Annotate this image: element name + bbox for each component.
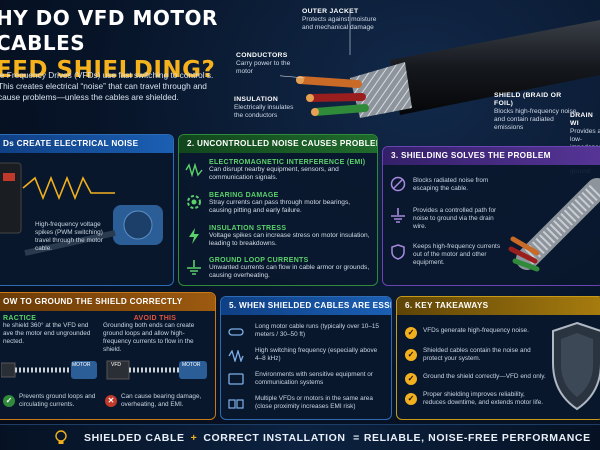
shielded-cable-illustration <box>508 178 600 272</box>
essential-item-4: Multiple VFDs or motors in the same area… <box>255 395 373 410</box>
intro-text: le Frequency Drives (VFDs) use fast swit… <box>0 70 214 102</box>
panel-problems: 2. UNCONTROLLED NOISE CAUSES PROBLEMS EL… <box>178 134 378 286</box>
avoid-result: Can cause bearing damage, overheating, a… <box>121 393 202 408</box>
footer-plus: + <box>190 432 198 444</box>
footer-text: SHIELDED CABLE + CORRECT INSTALLATION =REL… <box>84 432 591 444</box>
shield-braid-shape <box>350 62 412 118</box>
essential-item-1: Long motor cable runs (typically over 10… <box>255 323 379 338</box>
x-icon: ✕ <box>105 395 117 407</box>
problem-insulation-stress: INSULATION STRESS Voltage spikes can inc… <box>209 225 370 247</box>
footer-equals: = <box>353 432 360 444</box>
block-icon <box>389 175 407 193</box>
cable-illustration <box>280 12 600 118</box>
checkmark-icon: ✓ <box>405 393 417 405</box>
vfd-motor-illustration <box>0 162 163 256</box>
solution-item-3: Keeps high-frequency currents out of the… <box>413 243 501 266</box>
checkmark-icon: ✓ <box>405 327 417 339</box>
panel-heading: 5. WHEN SHIELDED CABLES ARE ESSENTIAL <box>221 297 391 315</box>
panel-heading: 2. UNCONTROLLED NOISE CAUSES PROBLEMS <box>179 135 377 153</box>
shield-icon <box>389 243 407 261</box>
motor-label-1: MOTOR <box>72 362 91 368</box>
ground-icon <box>389 207 407 225</box>
panel-noise-source: Ds CREATE ELECTRICAL NOISE High-frequenc… <box>0 134 174 286</box>
footer-part-2: CORRECT INSTALLATION <box>203 432 346 444</box>
takeaway-4: Proper shielding improves reliability, r… <box>423 391 544 406</box>
panel-solution: 3. SHIELDING SOLVES THE PROBLEM Blocks r… <box>382 146 600 286</box>
footer-banner: SHIELDED CABLE + CORRECT INSTALLATION =REL… <box>0 424 600 450</box>
conductor-wires <box>296 76 369 116</box>
panel-heading: OW TO GROUND THE SHIELD CORRECTLY <box>0 293 215 311</box>
solution-item-2: Provides a controlled path for noise to … <box>413 207 497 230</box>
noise-wave-icon <box>22 175 115 201</box>
panel-essential: 5. WHEN SHIELDED CABLES ARE ESSENTIAL Lo… <box>220 296 392 420</box>
callout-shield: SHIELD (BRAID OR FOIL)Blocks high-freque… <box>494 92 577 131</box>
vfd-label-2: VFD <box>111 362 121 368</box>
checkmark-icon: ✓ <box>405 349 417 361</box>
practice-result: Prevents ground loops and circulating cu… <box>19 393 96 408</box>
outer-jacket-shape <box>390 20 600 115</box>
motor-label-2: MOTOR <box>182 362 201 368</box>
essential-item-3: Environments with sensitive equipment or… <box>255 371 373 386</box>
footer-part-3: RELIABLE, NOISE-FREE PERFORMANCE <box>363 432 591 444</box>
gear-icon <box>185 193 203 211</box>
panel-heading: 6. KEY TAKEAWAYS <box>397 297 600 315</box>
lightbulb-icon <box>55 430 67 444</box>
panel-heading: Ds CREATE ELECTRICAL NOISE <box>0 135 173 153</box>
panel-grounding: OW TO GROUND THE SHIELD CORRECTLY RACTIC… <box>0 292 216 420</box>
cable-icon <box>227 323 245 341</box>
title-line-2: EED SHIELDING? <box>0 57 216 83</box>
takeaway-2: Shielded cables contain the noise and pr… <box>423 347 531 362</box>
shield-icon <box>552 321 600 411</box>
frequency-icon <box>227 347 245 365</box>
best-practice: RACTICE he shield 360° at the VFD end av… <box>3 315 91 345</box>
panel-takeaways: 6. KEY TAKEAWAYS ✓ VFDs generate high-fr… <box>396 296 600 420</box>
motors-icon <box>227 395 245 413</box>
wave-icon <box>185 161 203 179</box>
grounding-diagram <box>1 360 207 380</box>
ground-icon <box>185 259 203 277</box>
takeaway-1: VFDs generate high-frequency noise. <box>423 327 529 334</box>
footer-part-1: SHIELDED CABLE <box>84 432 185 444</box>
equipment-icon <box>227 371 245 389</box>
checkmark-icon: ✓ <box>3 395 15 407</box>
problem-ground-loop: GROUND LOOP CURRENTS Unwanted currents c… <box>209 257 370 279</box>
problem-emi: ELECTROMAGNETIC INTERFERENCE (EMI) Can d… <box>209 159 366 181</box>
panel-heading: 3. SHIELDING SOLVES THE PROBLEM <box>383 147 600 165</box>
noise-caption: High-frequency voltage spikes (PWM switc… <box>35 221 103 252</box>
checkmark-icon: ✓ <box>405 373 417 385</box>
page-title: HY DO VFD MOTOR CABLES EED SHIELDING? <box>0 6 246 83</box>
takeaway-3: Ground the shield correctly—VFD end only… <box>423 373 546 380</box>
problem-bearing-damage: BEARING DAMAGE Stray currents can pass t… <box>209 192 351 214</box>
avoid-this: AVOID THIS Grounding both ends can creat… <box>103 315 195 353</box>
solution-item-1: Blocks radiated noise from escaping the … <box>413 177 489 192</box>
title-line-1: HY DO VFD MOTOR CABLES <box>0 6 218 55</box>
essential-item-2: High switching frequency (especially abo… <box>255 347 378 362</box>
bolt-icon <box>185 227 203 245</box>
